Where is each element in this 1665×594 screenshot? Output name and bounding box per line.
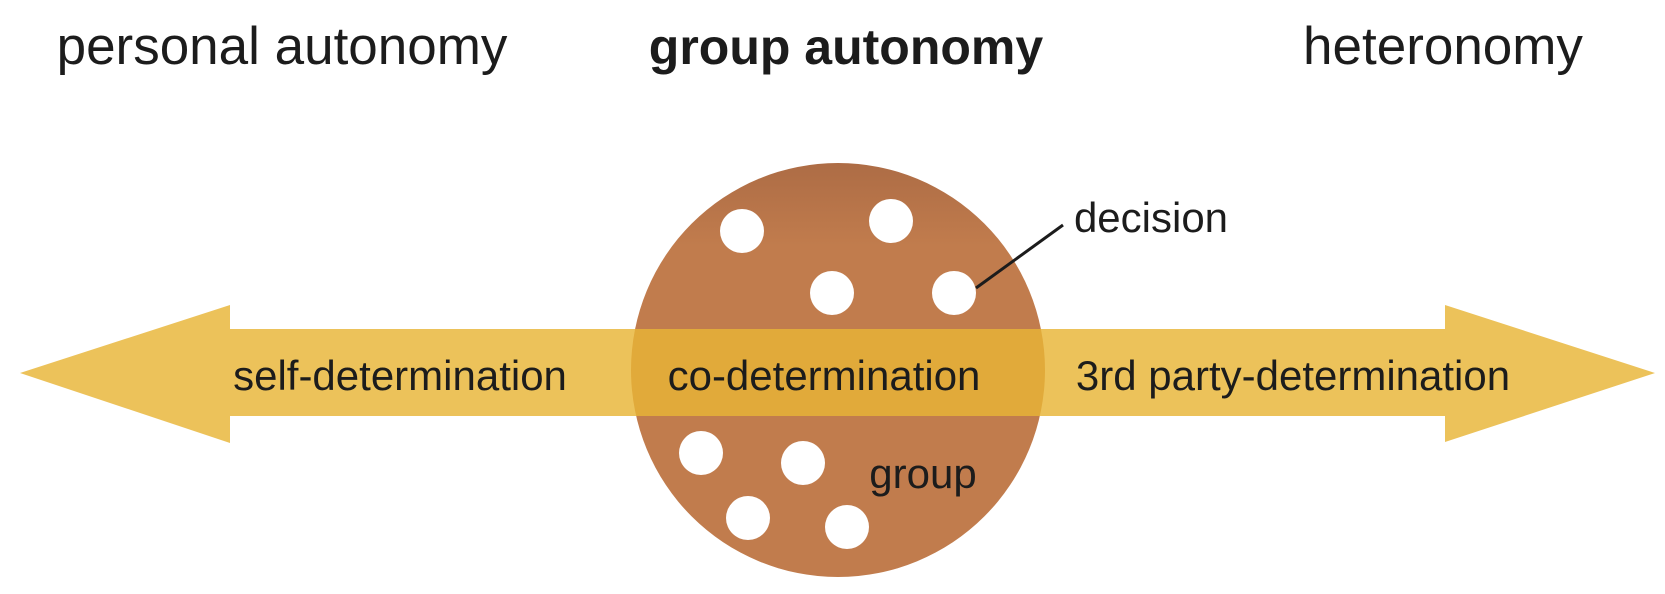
band-label-self-determination: self-determination xyxy=(233,352,567,399)
heading-personal-autonomy: personal autonomy xyxy=(56,17,508,76)
decision-pointer-line xyxy=(975,223,1064,290)
decision-dot xyxy=(720,209,764,253)
decision-label: decision xyxy=(1073,194,1229,241)
band-label-co-determination: co-determination xyxy=(667,352,981,399)
heading-group-autonomy: group autonomy xyxy=(648,19,1044,75)
band-label-3rd-party-determination: 3rd party-determination xyxy=(1075,352,1511,399)
decision-dot xyxy=(825,505,869,549)
decision-dot xyxy=(932,271,976,315)
heading-heteronomy: heteronomy xyxy=(1303,17,1583,76)
decision-dot xyxy=(869,199,913,243)
decision-dot xyxy=(726,496,770,540)
group-label: group xyxy=(869,450,977,497)
spectrum-arrow xyxy=(20,305,1655,443)
decision-dot xyxy=(810,271,854,315)
decision-dot xyxy=(781,441,825,485)
decision-dot xyxy=(679,431,723,475)
